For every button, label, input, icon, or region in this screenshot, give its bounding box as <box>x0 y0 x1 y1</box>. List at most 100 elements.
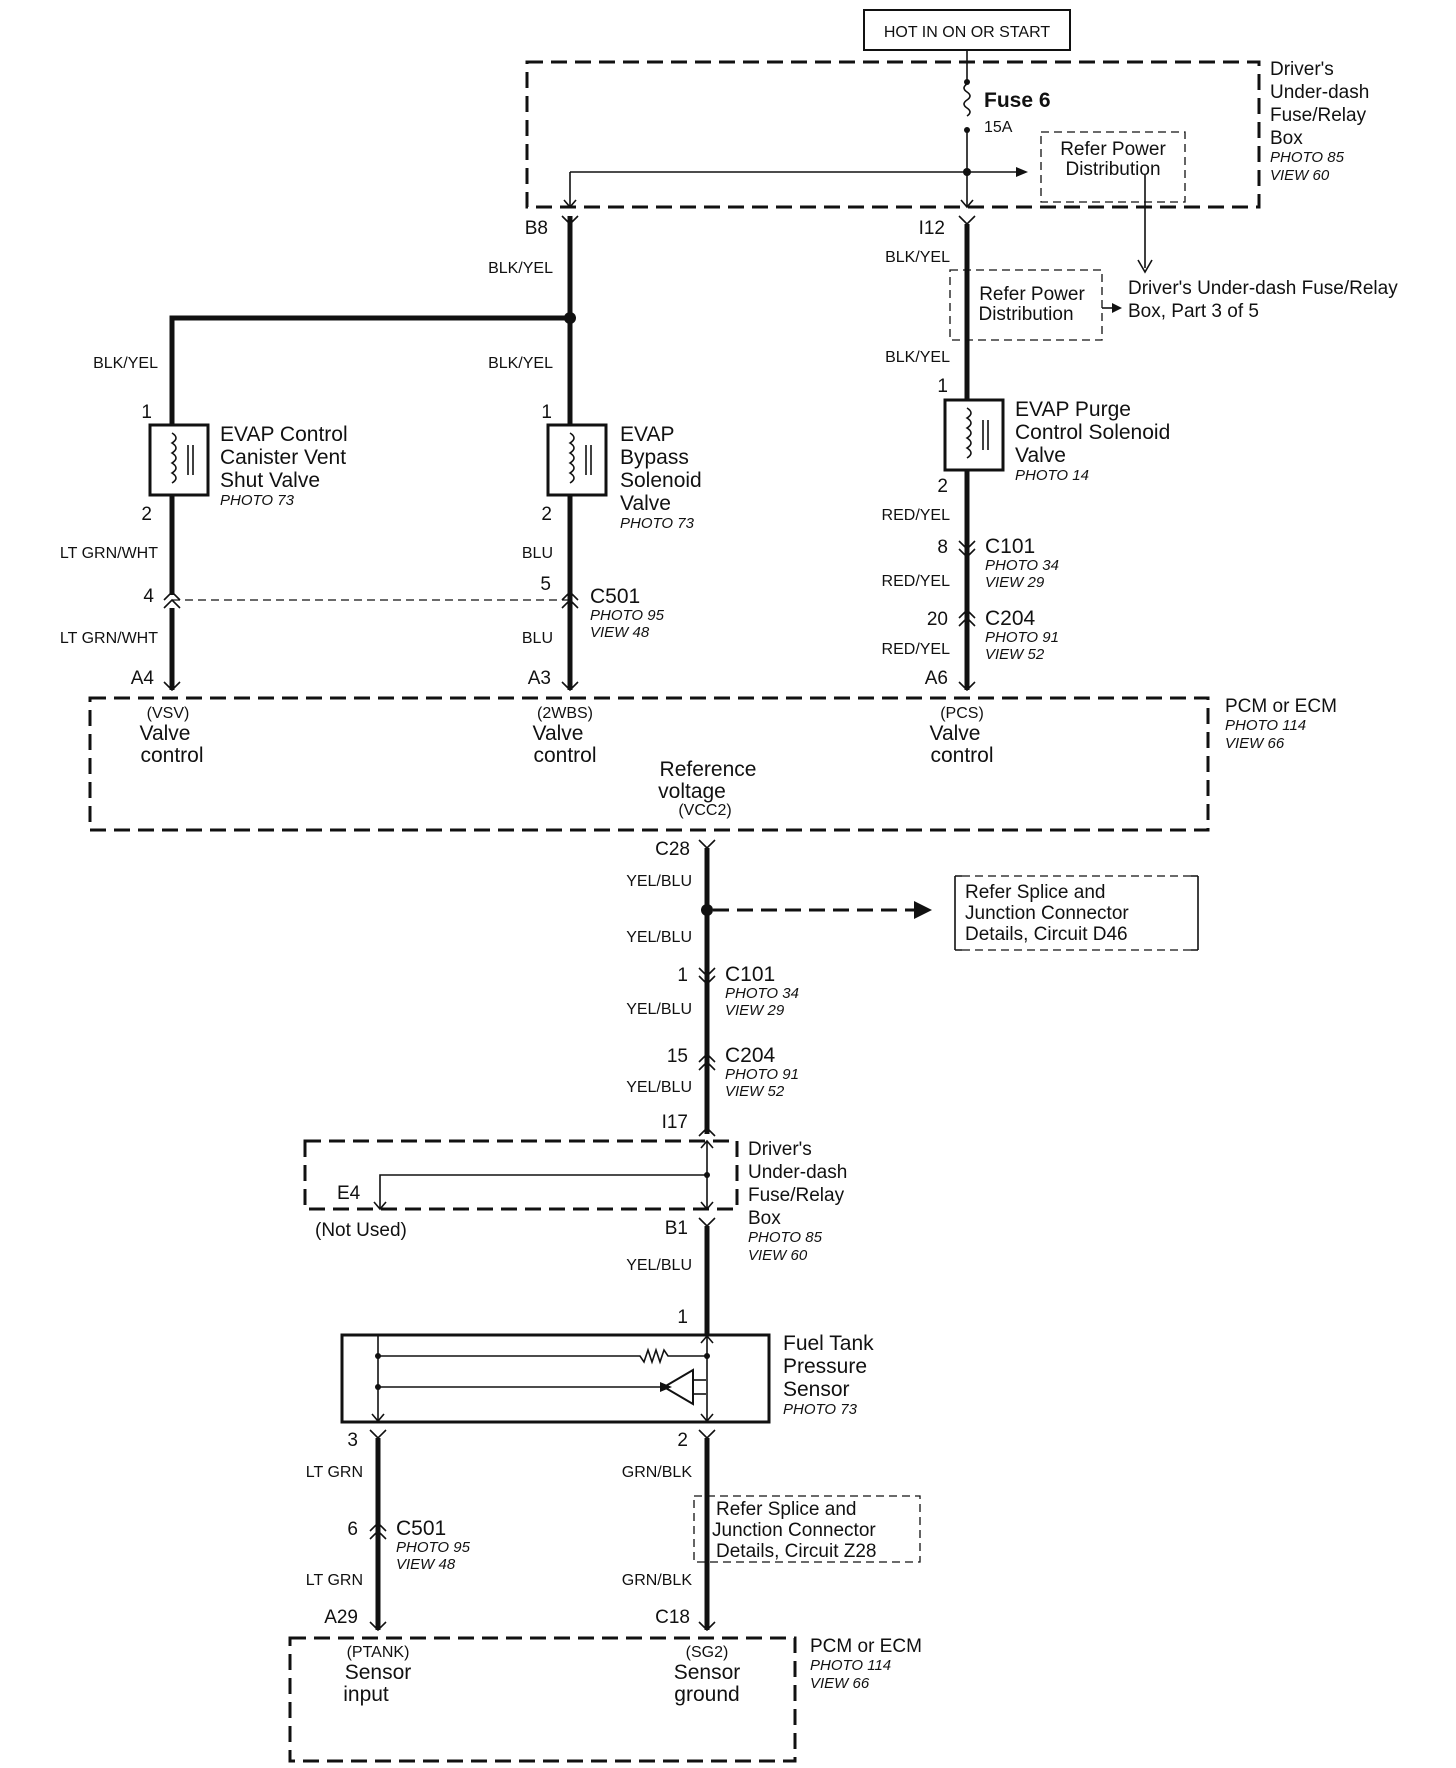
wire-label-red-yel-2: RED/YEL <box>882 573 951 590</box>
pcm-top-title: PCM or ECM <box>1225 696 1337 717</box>
pcm-sensor-ground-2: ground <box>674 1683 739 1706</box>
sensor-title-1: Fuel Tank <box>783 1332 874 1355</box>
pcm-pcs-abbr: (PCS) <box>940 705 984 722</box>
sensor-pin-3: 3 <box>347 1430 358 1451</box>
power-dist-target-2: Box, Part 3 of 5 <box>1128 301 1259 322</box>
c204-top-name: C204 <box>985 607 1036 630</box>
purge-pin-2: 2 <box>937 476 948 497</box>
pcm-bottom-view: VIEW 66 <box>810 1675 870 1692</box>
top-fuse-box-title-1: Driver's <box>1270 59 1334 80</box>
c101-top-name: C101 <box>985 535 1035 558</box>
pcm-wbs-text-2: control <box>533 744 596 767</box>
wire-label-red-yel-3: RED/YEL <box>882 641 951 658</box>
bypass-pin-1: 1 <box>541 402 552 423</box>
pcm-top-box <box>88 696 1210 832</box>
splice-z28-text-3: Details, Circuit Z28 <box>716 1541 877 1562</box>
bypass-solenoid-symbol <box>546 423 608 497</box>
c204-mid-name: C204 <box>725 1044 776 1067</box>
wire-label-lt-grn-wht-2: LT GRN/WHT <box>60 630 158 647</box>
wire-label-yel-blu-2: YEL/BLU <box>626 929 692 946</box>
wire-label-grn-blk-1: GRN/BLK <box>622 1464 693 1481</box>
c501-top-name: C501 <box>590 585 640 608</box>
pcm-vsv-text-1: Valve <box>140 722 191 745</box>
fuse-name: Fuse 6 <box>984 89 1051 112</box>
c101-top-pin: 8 <box>937 537 948 558</box>
lower-fuse-title-3: Fuse/Relay <box>748 1185 845 1206</box>
splice-z28-text-2: Junction Connector <box>712 1520 876 1541</box>
pcm-sensor-ground-1: Sensor <box>674 1661 741 1684</box>
top-fuse-box-view: VIEW 60 <box>1270 167 1330 184</box>
lower-fuse-terminal-b1: B1 <box>665 1218 688 1239</box>
wire-label-lt-grn-1: LT GRN <box>306 1464 363 1481</box>
hot-label: HOT IN ON OR START <box>884 24 1050 41</box>
bypass-title-2: Bypass <box>620 446 689 469</box>
wire-label-lt-grn-wht-1: LT GRN/WHT <box>60 545 158 562</box>
c204-mid-view: VIEW 52 <box>725 1083 785 1100</box>
pcm-pcs-text-1: Valve <box>930 722 981 745</box>
purge-title-2: Control Solenoid <box>1015 421 1170 444</box>
top-fuse-box-title-2: Under-dash <box>1270 82 1369 103</box>
pcm-ptank-abbr: (PTANK) <box>347 1644 410 1661</box>
purge-pin-1: 1 <box>937 376 948 397</box>
purge-photo: PHOTO 14 <box>1015 467 1089 484</box>
refer-power-text-mid-1: Refer Power <box>979 284 1085 305</box>
refer-power-box-top <box>1040 131 1186 203</box>
purge-title-3: Valve <box>1015 444 1066 467</box>
splice-d46-text-3: Details, Circuit D46 <box>965 924 1128 945</box>
fuse-rating: 15A <box>984 119 1013 136</box>
wire-label-blk-yel-4: BLK/YEL <box>885 249 950 266</box>
wire-label-blk-yel-3: BLK/YEL <box>488 355 553 372</box>
pcm-pcs-text-2: control <box>930 744 993 767</box>
sensor-pin-1: 1 <box>677 1307 688 1328</box>
sensor-pin-2: 2 <box>677 1430 688 1451</box>
wire-label-blk-yel-1: BLK/YEL <box>488 260 553 277</box>
top-fuse-box-title-3: Fuse/Relay <box>1270 105 1367 126</box>
pcm-pin-a4: A4 <box>131 668 155 689</box>
canister-pin-2: 2 <box>141 504 152 525</box>
c501-bot-name: C501 <box>396 1517 446 1540</box>
terminal-i12: I12 <box>919 218 945 239</box>
pcm-vcc2-abbr: (VCC2) <box>678 802 731 819</box>
pcm-vsv-abbr: (VSV) <box>147 705 190 722</box>
top-fuse-box-photo: PHOTO 85 <box>1270 149 1345 166</box>
terminal-b8: B8 <box>525 218 548 239</box>
wire-label-yel-blu-1: YEL/BLU <box>626 873 692 890</box>
c501-top-pin-5: 5 <box>540 574 551 595</box>
pcm-pin-a6: A6 <box>925 668 948 689</box>
pcm-pin-a3: A3 <box>528 668 551 689</box>
wire-label-lt-grn-2: LT GRN <box>306 1572 363 1589</box>
wire-label-red-yel-1: RED/YEL <box>882 507 951 524</box>
c204-top-photo: PHOTO 91 <box>985 629 1059 646</box>
fuel-tank-sensor-box <box>340 1333 771 1424</box>
canister-title-3: Shut Valve <box>220 469 320 492</box>
pcm-pin-c28: C28 <box>655 839 690 860</box>
hot-label-box <box>863 9 1071 51</box>
c204-top-view: VIEW 52 <box>985 646 1045 663</box>
pcm-sensor-input-2: input <box>343 1683 389 1706</box>
pcm-wbs-abbr: (2WBS) <box>537 705 593 722</box>
c501-top-photo: PHOTO 95 <box>590 607 665 624</box>
pcm-pin-c18: C18 <box>655 1607 690 1628</box>
c501-bot-view: VIEW 48 <box>396 1556 456 1573</box>
bypass-title-3: Solenoid <box>620 469 702 492</box>
pcm-bottom-box <box>288 1636 797 1763</box>
canister-photo: PHOTO 73 <box>220 492 295 509</box>
bypass-pin-2: 2 <box>541 504 552 525</box>
c101-top-view: VIEW 29 <box>985 574 1045 591</box>
canister-pin-1: 1 <box>141 402 152 423</box>
pcm-sg2-abbr: (SG2) <box>686 1644 729 1661</box>
lower-fuse-photo: PHOTO 85 <box>748 1229 823 1246</box>
refer-power-text-top-2: Distribution <box>1065 159 1160 180</box>
bypass-photo: PHOTO 73 <box>620 515 695 532</box>
refer-power-text-mid-2: Distribution <box>978 304 1073 325</box>
pcm-bottom-title: PCM or ECM <box>810 1636 922 1657</box>
pcm-ref-voltage-1: Reference <box>660 758 757 781</box>
splice-z28-text-1: Refer Splice and <box>716 1499 856 1520</box>
c101-top-photo: PHOTO 34 <box>985 557 1059 574</box>
wire-label-yel-blu-3: YEL/BLU <box>626 1001 692 1018</box>
lower-fuse-title-1: Driver's <box>748 1139 812 1160</box>
c101-mid-view: VIEW 29 <box>725 1002 785 1019</box>
lower-fuse-box <box>303 1139 739 1211</box>
wire-label-grn-blk-2: GRN/BLK <box>622 1572 693 1589</box>
pcm-top-view: VIEW 66 <box>1225 735 1285 752</box>
